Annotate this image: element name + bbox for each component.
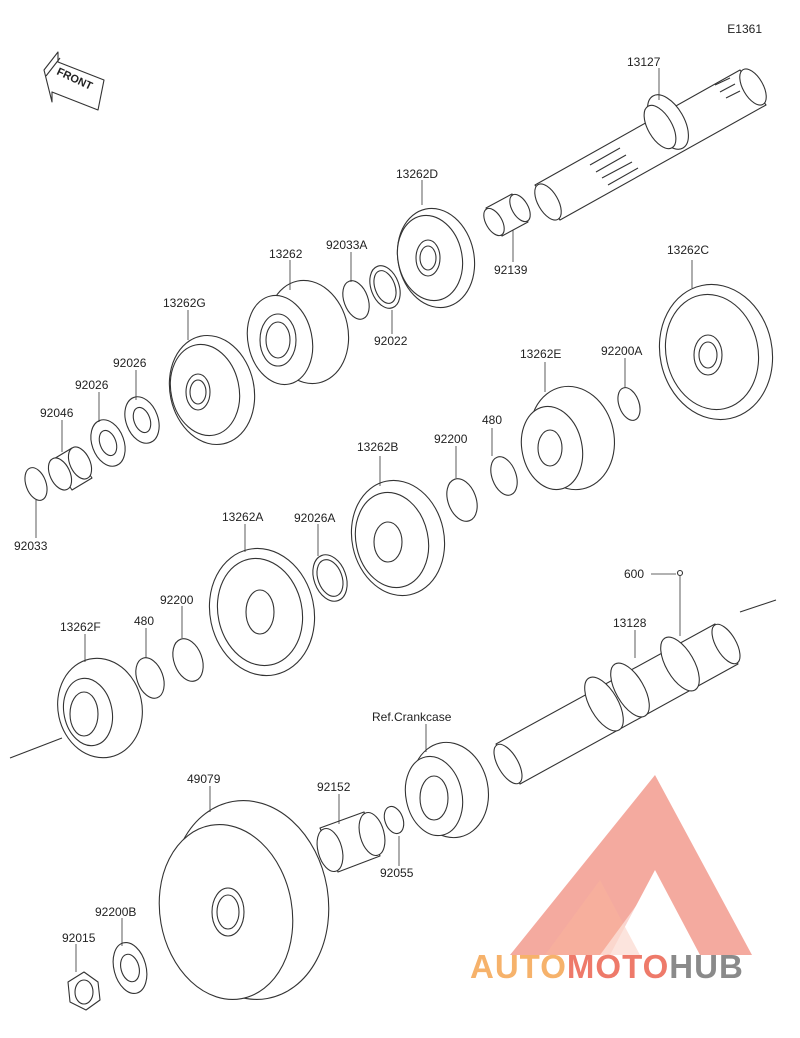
- label-13262F[interactable]: 13262F: [60, 620, 101, 634]
- collar-92152: [316, 811, 386, 873]
- needle-bearing-92046: [47, 446, 93, 491]
- label-92200-a[interactable]: 92200: [434, 432, 468, 446]
- nut-92015: [67, 971, 101, 1011]
- label-13262A[interactable]: 13262A: [222, 510, 264, 524]
- shaft-13127: [534, 68, 767, 221]
- label-13262C[interactable]: 13262C: [667, 243, 710, 257]
- label-92200B[interactable]: 92200B: [95, 905, 137, 919]
- washer-92200-b: [172, 638, 204, 682]
- gear-13262F: [57, 657, 143, 759]
- gear-13262G: [168, 334, 256, 446]
- front-arrow-icon: [43, 51, 105, 111]
- gear-13262B: [350, 479, 446, 597]
- label-92026-a[interactable]: 92026: [113, 356, 147, 370]
- gear-13262D: [396, 207, 476, 309]
- watermark-moto: MOTO: [566, 948, 670, 985]
- label-92046[interactable]: 92046: [40, 406, 74, 420]
- bearing-crankcase: [404, 741, 490, 839]
- washer-92200A: [617, 387, 641, 421]
- label-13128[interactable]: 13128: [613, 616, 647, 630]
- label-92200-b[interactable]: 92200: [160, 593, 194, 607]
- label-13262D[interactable]: 13262D: [396, 167, 439, 181]
- circlip-480-b: [135, 657, 165, 699]
- sprocket-49079: [158, 800, 330, 1000]
- watermark-text: AUTOMOTOHUB: [470, 947, 744, 987]
- gear-13262A: [208, 547, 316, 677]
- circlip-480-a: [490, 456, 518, 496]
- label-92015[interactable]: 92015: [62, 931, 96, 945]
- watermark-auto: AUTO: [470, 948, 567, 985]
- label-92026A[interactable]: 92026A: [294, 511, 336, 525]
- oring-600: [676, 569, 684, 577]
- watermark-logo: [510, 775, 752, 955]
- label-92055[interactable]: 92055: [380, 866, 414, 880]
- label-13127[interactable]: 13127: [627, 55, 661, 69]
- circlip-92033: [24, 467, 48, 501]
- watermark-hub: HUB: [669, 948, 744, 985]
- label-13262B[interactable]: 13262B: [357, 440, 399, 454]
- label-92139[interactable]: 92139: [494, 263, 528, 277]
- label-480-a[interactable]: 480: [482, 413, 503, 427]
- label-92033A[interactable]: 92033A: [326, 238, 368, 252]
- label-480-b[interactable]: 480: [134, 614, 155, 628]
- bushing-92139: [483, 193, 531, 237]
- oring-92055: [383, 805, 405, 835]
- label-600[interactable]: 600: [624, 567, 645, 581]
- circlip-92033A: [342, 280, 370, 320]
- label-92152[interactable]: 92152: [317, 780, 351, 794]
- label-13262G[interactable]: 13262G: [163, 296, 206, 310]
- label-13262E[interactable]: 13262E: [520, 347, 562, 361]
- label-92200A[interactable]: 92200A: [601, 344, 643, 358]
- label-ref-crankcase[interactable]: Ref.Crankcase: [372, 710, 452, 724]
- gear-13262: [246, 279, 350, 386]
- shaft-13128: [493, 623, 741, 785]
- washer-92200-a: [446, 478, 478, 522]
- label-92033[interactable]: 92033: [14, 539, 48, 553]
- gear-13262C: [658, 283, 774, 421]
- label-13262[interactable]: 13262: [269, 247, 303, 261]
- diagram-code: E1361: [727, 22, 762, 36]
- gear-13262E: [520, 385, 616, 491]
- label-49079[interactable]: 49079: [187, 772, 221, 786]
- label-92022[interactable]: 92022: [374, 334, 408, 348]
- label-92026-b[interactable]: 92026: [75, 378, 109, 392]
